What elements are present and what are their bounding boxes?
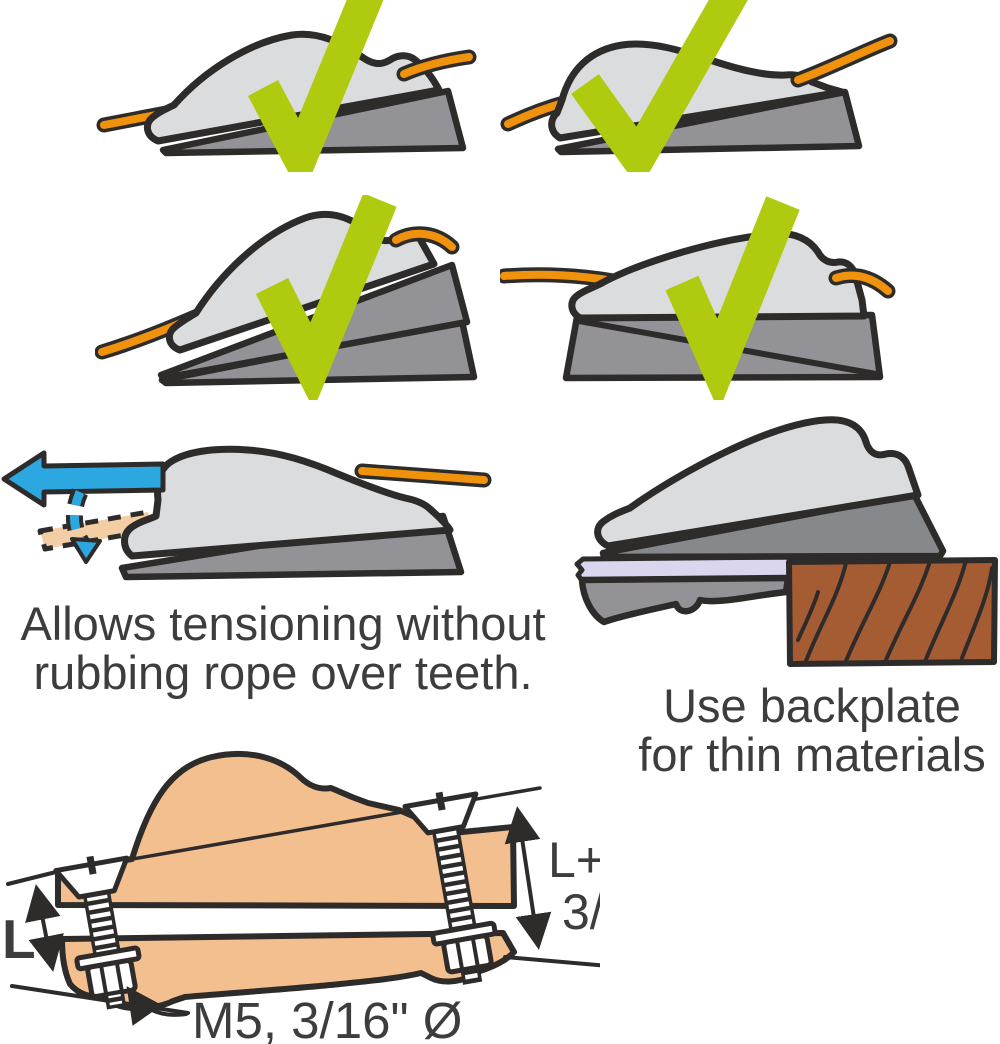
rope [832, 271, 892, 295]
wood-grain-lines [796, 558, 994, 663]
caption-backplate-line1: Use backplate [663, 679, 961, 732]
cleat-body [143, 30, 443, 145]
wood-grain-line [924, 558, 968, 661]
cleat-body [121, 445, 454, 560]
wood-grain-line [796, 590, 820, 642]
screw-slot [86, 855, 97, 875]
wood-grain-line [804, 561, 848, 663]
screw-spec-label: M5, 3/16" Ø [192, 992, 462, 1044]
hex-nut [441, 933, 494, 975]
check-icon [665, 196, 800, 400]
caption-tensioning: Allows tensioning without rubbing rope o… [0, 599, 566, 698]
caption-backplate-line2: for thin materials [638, 728, 986, 782]
rope-lift-arrowhead [70, 537, 102, 564]
countersunk-screw-head [402, 791, 479, 836]
check-icon [247, 0, 384, 172]
screw-right [402, 791, 498, 985]
diagram-double-wedge-mount [95, 195, 478, 400]
countersunk-screw-head [53, 855, 130, 900]
screw-left [53, 855, 142, 1010]
screw-tip [104, 989, 127, 1010]
diagram-backplate [574, 416, 998, 667]
diagram-wedge-mount-rope-right [96, 0, 477, 172]
cleat-cross-section [55, 750, 517, 909]
rope [392, 229, 456, 251]
screw-length-label-line1: L+ 10mm [548, 832, 600, 888]
length-label: L [2, 908, 36, 970]
diagram-tensioning [1, 445, 492, 581]
diagram-wedge-mount-rope-left [500, 0, 898, 172]
rope [400, 53, 473, 78]
screw-spec-pointer-arrow [126, 986, 188, 1026]
dimension-extension-line [503, 955, 600, 968]
wood-grain-line [884, 559, 932, 662]
caption-tensioning-line1: Allows tensioning without [20, 597, 546, 650]
screw-length-label-line2: 3/8" [562, 884, 600, 940]
backplate [578, 574, 792, 626]
cleat-body [594, 416, 922, 550]
ghost-rope-lowered [37, 509, 156, 552]
nut-facet-line [455, 939, 480, 969]
dimension-arrow-L-plus [504, 806, 552, 950]
diagram-paired-wedge-flat-mount [500, 196, 896, 400]
rope [794, 37, 894, 84]
nut-facet-line [99, 964, 124, 994]
caption-tensioning-line2: rubbing rope over teeth. [33, 646, 533, 700]
pull-arrow-icon [1, 450, 166, 508]
check-icon [255, 195, 397, 400]
caption-backplate: Use backplate for thin materials [616, 681, 1000, 780]
diagram-fixing-cross-section: L L+ 10mm 3/8" M5, 3/16" Ø [2, 750, 600, 1044]
check-icon [571, 0, 748, 172]
screw-tip [460, 965, 483, 985]
screw-slot [435, 791, 446, 811]
rope [358, 467, 488, 484]
wood-grain-line [960, 566, 994, 660]
dimension-arrow-L [25, 884, 64, 972]
cleat-body [568, 230, 868, 322]
wood-grain-line [844, 560, 892, 663]
